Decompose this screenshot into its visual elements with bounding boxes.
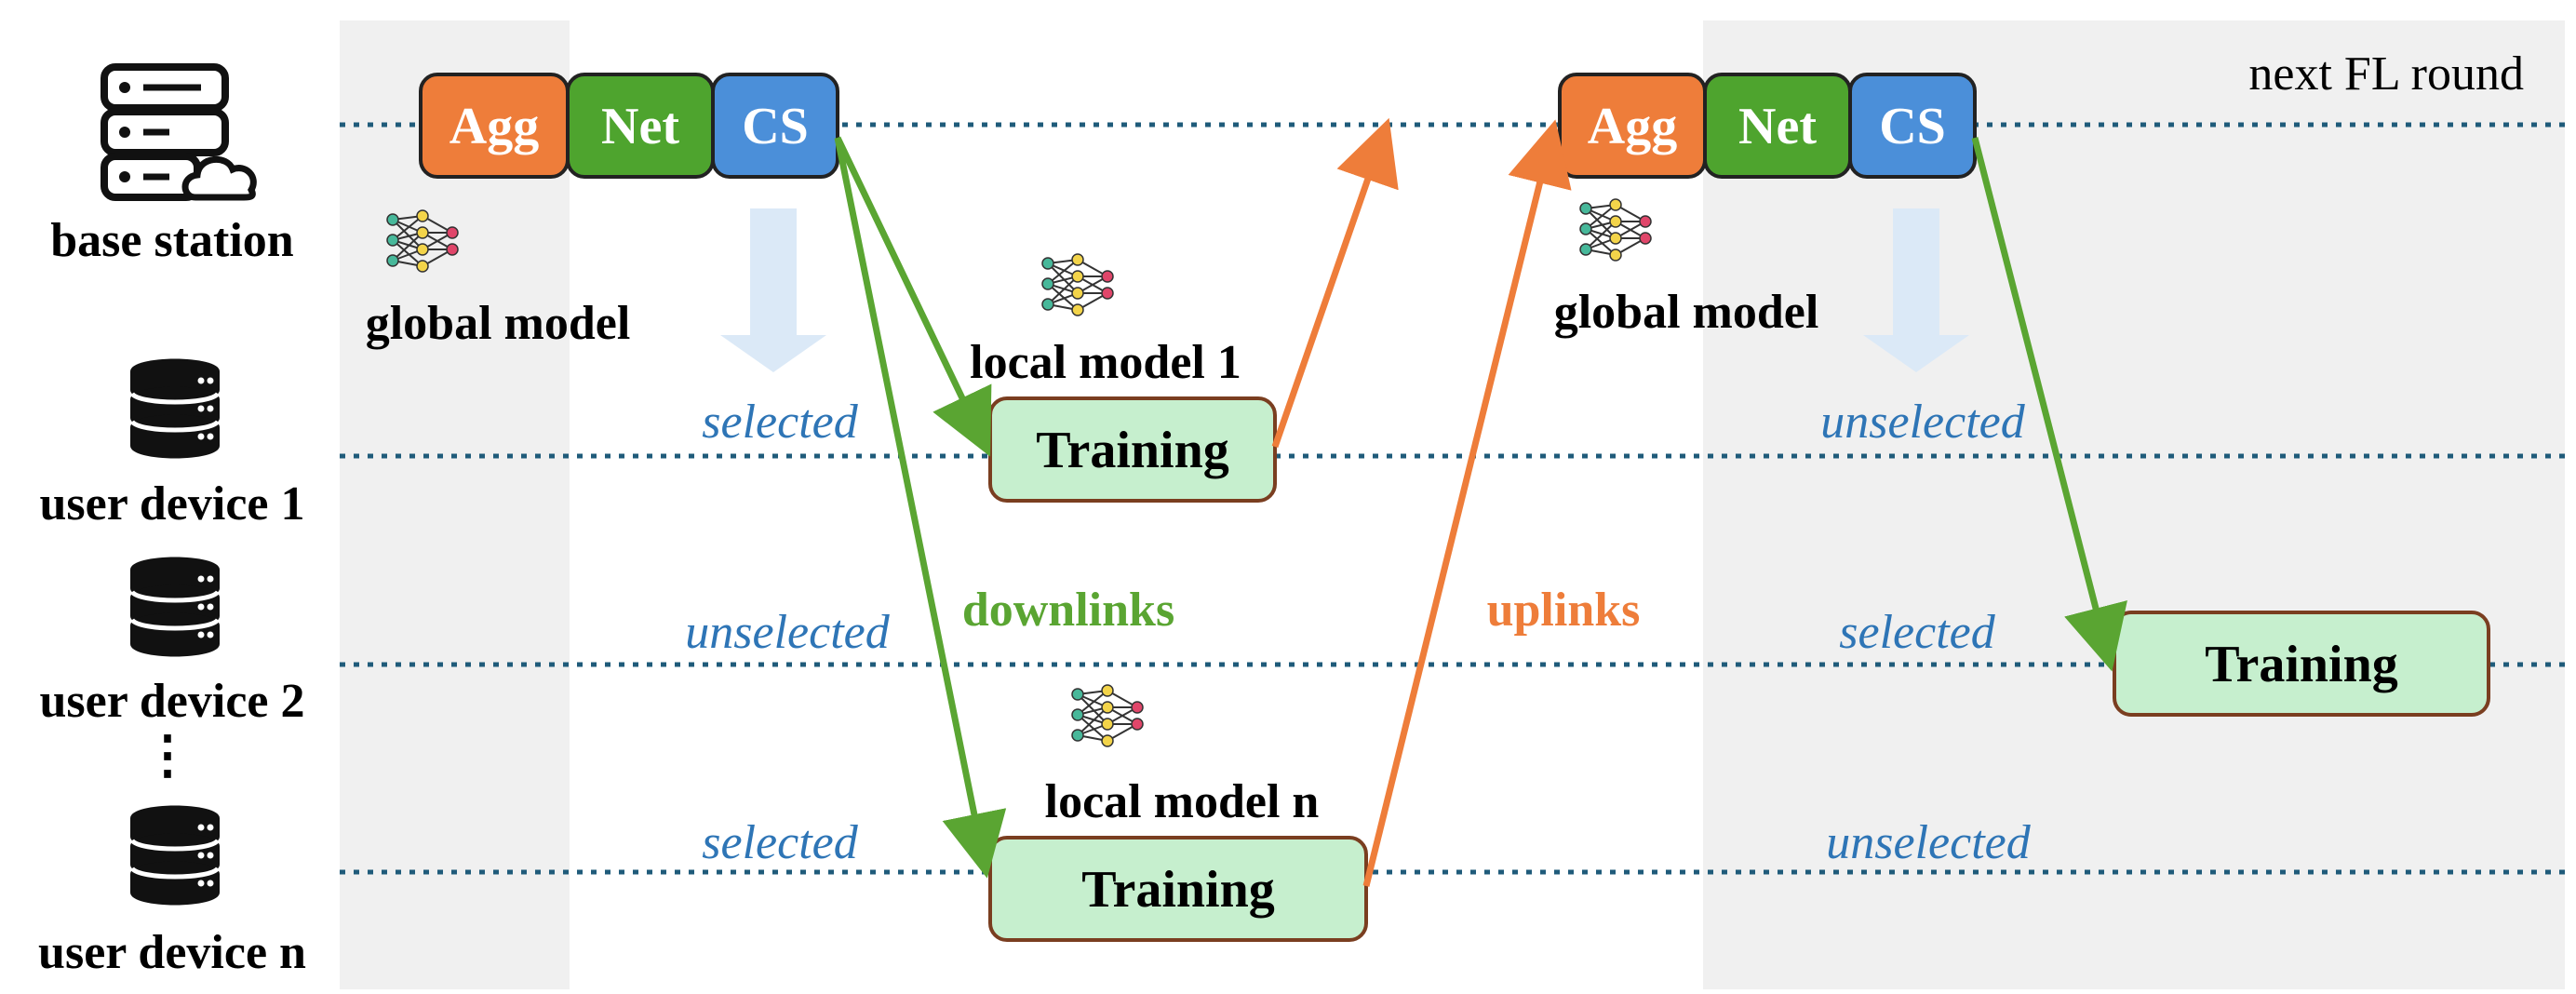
local-model-n-label: local model n — [1045, 775, 1320, 828]
downlinks-label: downlinks — [962, 584, 1174, 637]
database-icon — [130, 359, 220, 459]
downlink-arrow — [834, 137, 1007, 879]
status-selected: selected — [702, 816, 858, 869]
status-selected: selected — [702, 396, 858, 449]
server-cloud-icon — [101, 63, 257, 201]
shade-right — [1703, 20, 2565, 989]
cs-label: CS — [742, 98, 809, 155]
selection-arrow — [1863, 208, 1969, 372]
neural-network-icon — [1579, 198, 1652, 262]
status-unselected: unselected — [1826, 816, 2031, 869]
selection-arrow — [720, 208, 826, 372]
training-label: Training — [1036, 422, 1228, 479]
global-model-label: global model — [366, 297, 631, 350]
local-model-1-label: local model 1 — [970, 336, 1241, 389]
cs-block — [1848, 73, 1977, 179]
device-2-label: user device 2 — [40, 675, 305, 728]
database-icon — [130, 557, 220, 657]
status-unselected: unselected — [1820, 396, 2025, 449]
downlink-arrow — [834, 136, 992, 457]
shade-left — [340, 20, 570, 989]
ellipsis-label: ⋮ — [141, 727, 194, 785]
server-blocks-round-2: Agg Net CS — [1558, 73, 1977, 179]
net-label: Net — [601, 98, 679, 155]
downlink-arrow — [1971, 137, 2127, 672]
agg-label: Agg — [1588, 98, 1677, 155]
uplink-arrow — [1362, 119, 1572, 887]
neural-network-icon — [1041, 253, 1114, 316]
device-n-label: user device n — [38, 926, 306, 979]
training-box — [988, 836, 1368, 942]
agg-label: Agg — [449, 98, 539, 155]
status-unselected: unselected — [685, 606, 890, 659]
net-label: Net — [1738, 98, 1817, 155]
neural-network-icon — [1071, 684, 1144, 747]
training-label: Training — [2205, 636, 2397, 693]
device-1-label: user device 1 — [40, 477, 305, 531]
database-icon — [130, 806, 220, 906]
uplinks-label: uplinks — [1487, 584, 1641, 637]
base-station-label: base station — [50, 214, 294, 267]
cs-block — [711, 73, 839, 179]
server-blocks-round-1: Agg Net CS — [419, 73, 839, 179]
training-label: Training — [1081, 861, 1274, 919]
cs-label: CS — [1879, 98, 1946, 155]
global-model-label: global model — [1554, 286, 1819, 339]
uplink-arrow — [1271, 117, 1399, 449]
round-note: next FL round — [2248, 47, 2524, 101]
status-selected: selected — [1839, 606, 1995, 659]
